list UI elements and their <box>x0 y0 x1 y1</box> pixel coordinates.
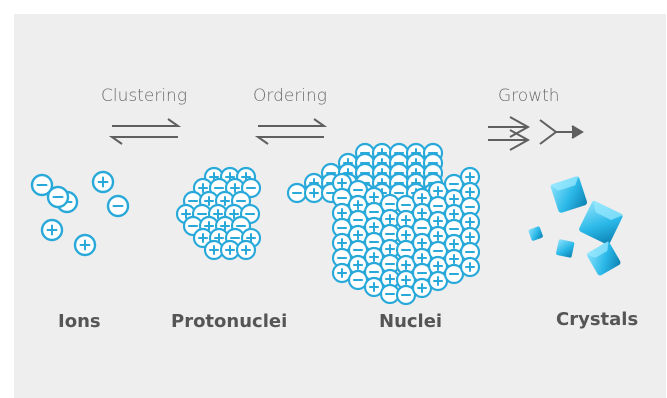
equilibrium-arrow-clustering <box>108 118 182 145</box>
stage-label-nuclei: Nuclei <box>379 311 442 332</box>
stage-label-protonuclei: Protonuclei <box>171 311 287 332</box>
crystal-bottom <box>586 241 621 276</box>
nuclei-right-ion-90 <box>443 248 465 270</box>
stage-label-crystals: Crystals <box>556 309 638 330</box>
step-label-clustering: Clustering <box>101 86 187 106</box>
nuclei-top-ion-27 <box>286 182 308 204</box>
ions-cluster <box>30 170 130 257</box>
nuclei-right-ion-68 <box>395 254 417 276</box>
ion-4 <box>46 185 70 209</box>
nuclei-right-ion-98 <box>459 256 481 278</box>
crystal-right <box>579 200 624 245</box>
growth-arrow <box>488 116 584 151</box>
nuclei-right-ion-93 <box>459 181 481 203</box>
nuclei-left-ion-61 <box>379 253 401 275</box>
step-label-ordering: Ordering <box>253 86 327 106</box>
ion-2 <box>91 170 115 194</box>
protonuclei-cluster <box>175 166 262 261</box>
crystals-group <box>528 175 624 276</box>
equilibrium-arrow-ordering <box>254 118 328 145</box>
ion-5 <box>106 194 130 218</box>
ion-1 <box>30 173 54 197</box>
crystal-small-middle <box>556 239 575 258</box>
nuclei-right-ion-92 <box>459 166 481 188</box>
crystal-large <box>550 175 588 213</box>
nuclei-top-ion-28 <box>303 182 325 204</box>
stage-label-ions: Ions <box>58 311 101 332</box>
protonuclei-ion-7 <box>240 177 262 199</box>
ion-6 <box>40 218 64 242</box>
step-label-growth: Growth <box>498 86 560 106</box>
nuclei-right-ion-77 <box>411 277 433 299</box>
nuclei-left-ion-56 <box>363 276 385 298</box>
protonuclei-ion-27 <box>235 239 257 261</box>
ion-7 <box>73 233 97 257</box>
nuclei-right-ion-81 <box>427 225 449 247</box>
nuclei-cube <box>286 142 481 306</box>
crystal-small-left <box>528 226 543 241</box>
protonuclei-ion-26 <box>219 239 241 261</box>
